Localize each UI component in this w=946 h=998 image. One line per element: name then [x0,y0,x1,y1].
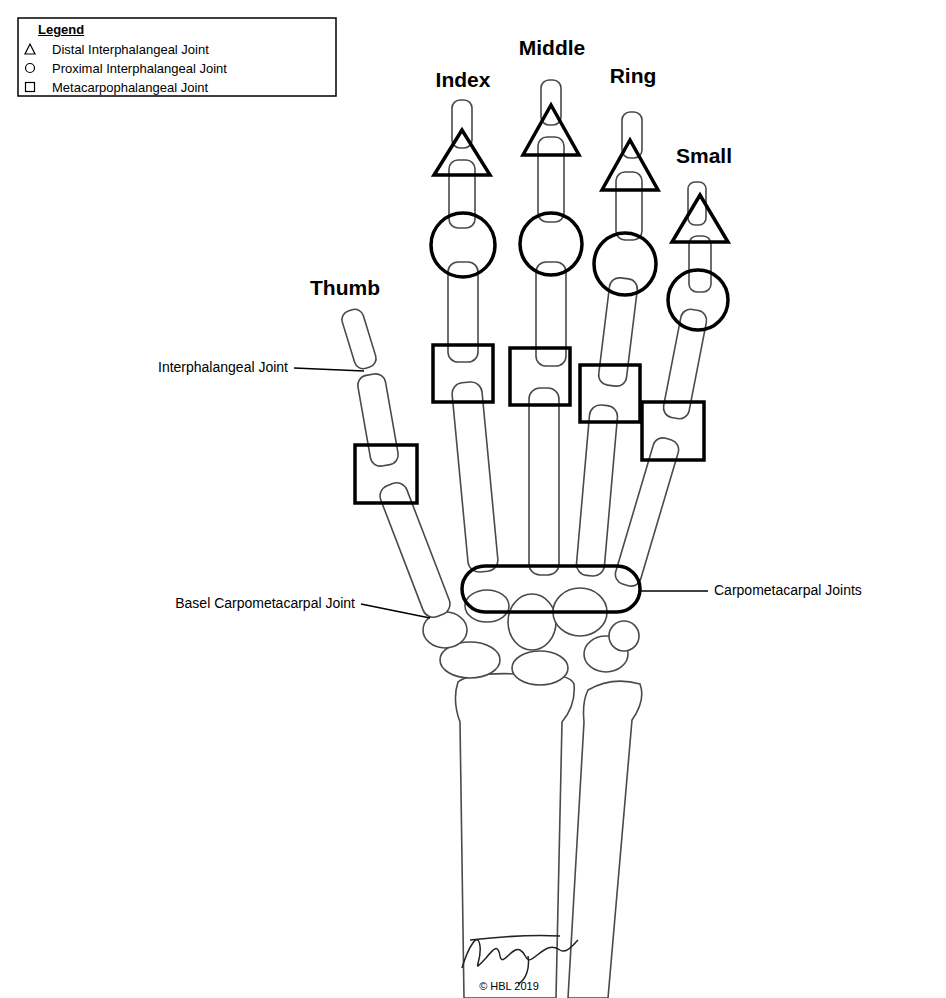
signature-scribble [462,935,578,984]
legend-triangle [25,44,35,54]
lunate-bone [512,651,568,685]
legend-circle [26,64,35,73]
pip-circle [431,213,495,277]
pisiform-bone [609,621,639,651]
finger-label: Thumb [310,276,380,299]
finger-label: Small [676,144,732,167]
pip-circle [520,213,582,275]
legend-box [18,18,336,96]
finger-label: Middle [519,36,586,59]
ring-middle-phalanx [616,172,642,240]
dip-triangle [602,140,658,190]
legend-text: Proximal Interphalangeal Joint [52,62,227,76]
small-middle-phalanx [689,236,711,292]
middle-middle-phalanx [538,137,564,222]
joint-label: Carpometacarpal Joints [714,583,862,598]
index-metacarpal [451,381,499,573]
legend-text: Distal Interphalangeal Joint [52,43,209,57]
joint-label: Interphalangeal Joint [158,360,288,375]
thumb-distal-phalanx [340,307,379,371]
mcp-square [510,348,570,405]
index-middle-phalanx [449,160,475,228]
ulna-bone [568,681,642,998]
mcp-square [642,402,704,460]
mcp-square [355,445,417,503]
pip-circle [594,233,656,295]
middle-proximal-phalanx [536,262,566,366]
middle-metacarpal [529,388,559,575]
legend-text: Metacarpophalangeal Joint [52,81,208,95]
dip-triangle [672,195,728,242]
legend-title: Legend [38,23,84,37]
leader-line [294,368,364,371]
finger-label: Index [436,68,491,91]
radius-bone [455,674,574,998]
mcp-square [433,345,493,402]
capitate-bone [508,594,556,650]
joint-label: Basel Carpometacarpal Joint [175,596,355,611]
dip-triangle [434,130,490,175]
mcp-square [580,365,640,422]
leader-line [361,604,430,618]
pip-circle [668,270,728,330]
cmc-band [462,566,640,612]
legend-square [26,83,35,92]
leader-line [641,590,708,592]
thumb-proximal-phalanx [356,372,400,467]
ring-metacarpal [576,404,619,577]
finger-label: Ring [610,64,657,87]
thumb-metacarpal [377,480,453,621]
dip-triangle [523,105,579,155]
copyright-note: © HBL 2019 [479,980,539,992]
